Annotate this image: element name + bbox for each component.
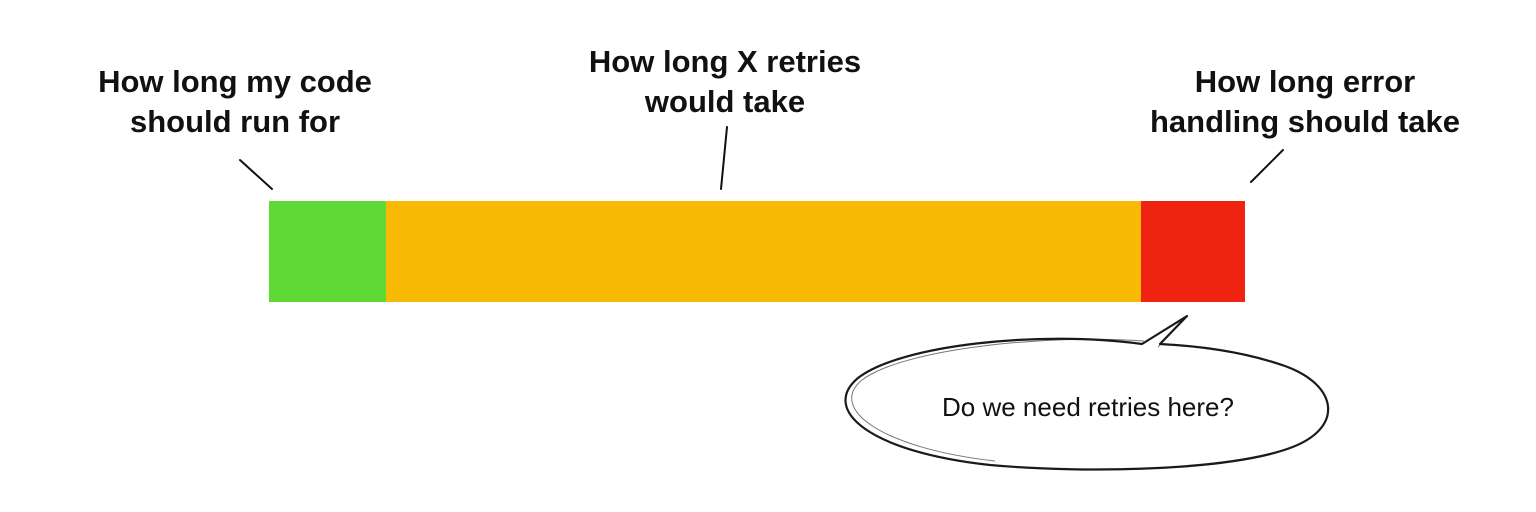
label-retries-time: How long X retries would take — [520, 42, 930, 122]
error-handling-segment — [1140, 201, 1245, 302]
label-code-run-time: How long my code should run for — [30, 62, 440, 142]
speech-bubble-text: Do we need retries here? — [942, 392, 1234, 422]
label-retries-line-2: would take — [644, 84, 806, 119]
label-code-line-2: should run for — [129, 104, 341, 139]
speech-bubble-sketch-stroke — [851, 338, 1145, 462]
retries-segment — [386, 201, 1141, 302]
speech-bubble-outline — [844, 314, 1330, 471]
label-retries-line-1: How long X retries — [588, 44, 862, 79]
timeline-bar — [269, 201, 1245, 302]
leader-line-error — [1250, 149, 1284, 183]
code-run-segment — [269, 201, 387, 302]
label-error-line-2: handling should take — [1149, 104, 1460, 139]
label-error-handling-time: How long error handling should take — [1100, 62, 1510, 142]
label-code-line-1: How long my code — [98, 64, 372, 99]
leader-line-retries — [720, 126, 728, 190]
label-error-line-1: How long error — [1194, 64, 1416, 99]
leader-line-code — [239, 159, 273, 190]
speech-bubble-tail-sketch — [1144, 318, 1185, 348]
